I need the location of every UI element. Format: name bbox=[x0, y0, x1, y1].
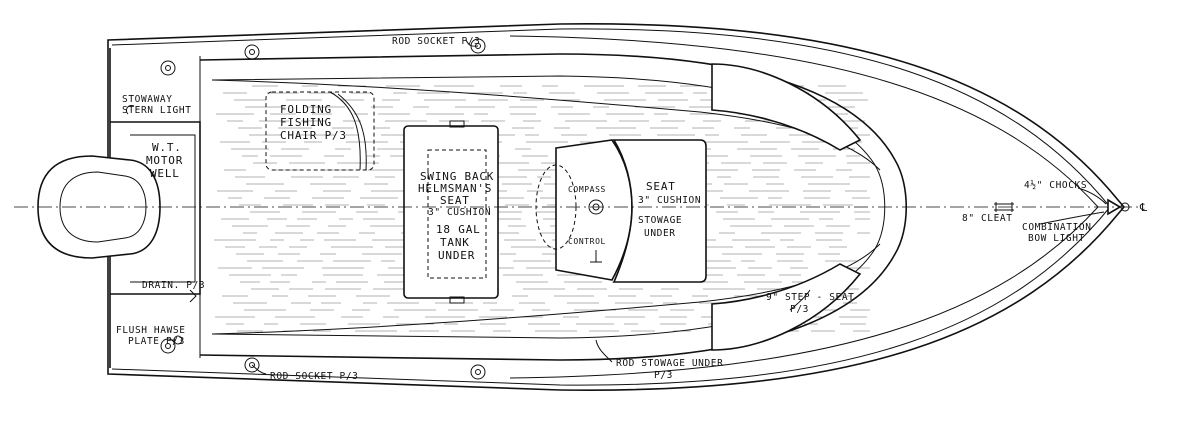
label-plate: Plate P/3 bbox=[128, 336, 185, 347]
label-chair: Chair P/3 bbox=[280, 129, 347, 142]
motor-well-inner bbox=[130, 134, 196, 283]
label-tank: Tank bbox=[440, 236, 470, 249]
label-rod-stowage-sheet: P/3 bbox=[654, 370, 673, 381]
label-stern-light: Stern Light bbox=[122, 105, 192, 116]
label-rod-stowage: Rod Stowage Under bbox=[616, 358, 723, 369]
label-wt: W.T. bbox=[152, 141, 182, 154]
label-stowage: Stowage bbox=[638, 215, 682, 226]
step-seat-top bbox=[711, 63, 862, 151]
forward-seat bbox=[612, 139, 707, 283]
label-folding: Folding bbox=[280, 103, 332, 116]
label-drain: Drain. P/3 bbox=[142, 280, 205, 291]
label-seat2: Seat bbox=[646, 180, 676, 193]
label-swing-back: Swing Back bbox=[420, 170, 494, 183]
label-centerline-mark: ℄ bbox=[1139, 201, 1148, 214]
leader-lines bbox=[170, 39, 1107, 375]
motor-well bbox=[110, 121, 201, 295]
label-rod-socket-bottom: Rod Socket P/3 bbox=[270, 371, 359, 382]
folding-fishing-chair bbox=[265, 91, 375, 171]
label-step-seat: 9" Step - Seat bbox=[766, 292, 854, 303]
chair-back-arc bbox=[329, 91, 367, 171]
label-control: Control bbox=[568, 237, 606, 246]
steering-console bbox=[555, 139, 633, 281]
label-gal: 18 Gal bbox=[436, 223, 481, 236]
label-rod-socket-top: Rod Socket P/3 bbox=[392, 36, 481, 47]
seat-hinge-top bbox=[449, 120, 465, 128]
label-under1: Under bbox=[438, 249, 475, 262]
label-chocks: 4½" Chocks bbox=[1024, 180, 1087, 191]
label-combination: Combination bbox=[1022, 222, 1092, 233]
label-fishing: Fishing bbox=[280, 116, 332, 129]
fuel-tank-outline bbox=[427, 149, 487, 279]
label-bow-light: Bow Light bbox=[1028, 233, 1085, 244]
label-motor: Motor bbox=[146, 154, 183, 167]
label-under2: Under bbox=[644, 228, 676, 239]
stern-light-mark bbox=[125, 105, 135, 115]
label-stowaway: Stowaway bbox=[122, 94, 173, 105]
label-cushion2: 3" Cushion bbox=[638, 195, 701, 206]
control-lever bbox=[590, 250, 602, 263]
cleat bbox=[994, 202, 1014, 212]
label-cleat: 8" Cleat bbox=[962, 213, 1013, 224]
label-well: Well bbox=[150, 167, 180, 180]
label-step-seat-sheet: P/3 bbox=[790, 304, 809, 315]
rod-socket-marks bbox=[160, 38, 486, 380]
label-cushion1: 3" Cushion bbox=[428, 207, 491, 218]
seat-hinge-bottom bbox=[449, 296, 465, 304]
step-seat-bottom bbox=[711, 263, 862, 351]
drain-mark bbox=[189, 289, 197, 303]
hull-outline bbox=[107, 23, 1126, 391]
label-compass: Compass bbox=[568, 185, 606, 194]
label-helmsmans: Helmsman's bbox=[418, 182, 492, 195]
label-flush-hawse: Flush Hawse bbox=[116, 325, 186, 336]
label-seat1: Seat bbox=[440, 194, 470, 207]
